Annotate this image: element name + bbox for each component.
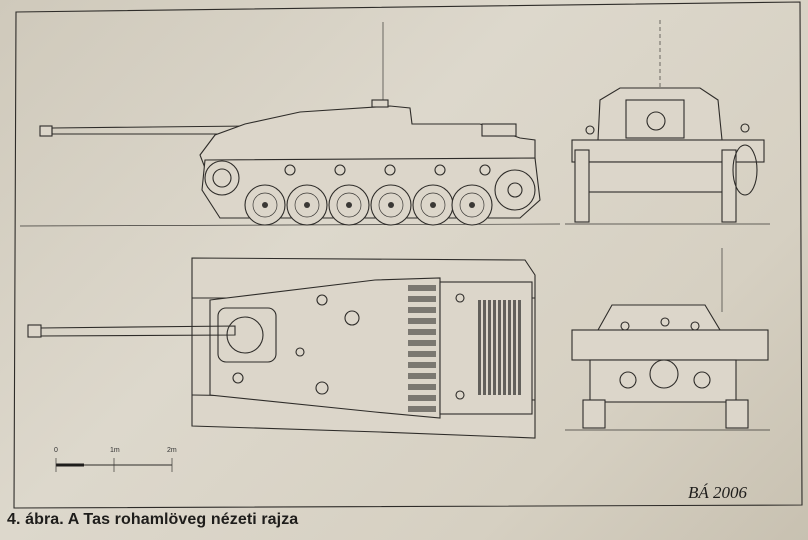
vent-slot: [408, 395, 436, 401]
vent-slot: [408, 373, 436, 379]
engine-grille-slat: [498, 300, 501, 395]
front-view: [565, 20, 770, 225]
return-roller: [334, 164, 346, 176]
engine-grille-slat: [503, 300, 506, 395]
vent-slot: [408, 285, 436, 291]
return-roller: [284, 164, 296, 176]
side-view: [19, 22, 561, 227]
scale-label-1m: 1m: [110, 447, 120, 454]
vent-slot: [408, 384, 436, 390]
return-roller: [384, 164, 396, 176]
vent-slot: [408, 351, 436, 357]
scale-bar: [55, 458, 173, 472]
scale-label-0: 0: [54, 447, 58, 454]
vent-slot: [408, 296, 436, 302]
engine-grille-slat: [508, 300, 511, 395]
rear-view: [565, 248, 770, 431]
return-roller: [479, 164, 491, 176]
author-signature: BÁ 2006: [688, 483, 748, 502]
vent-slot: [408, 406, 436, 412]
engine-grille-slat: [488, 300, 491, 395]
engine-grille-slat: [493, 300, 496, 395]
vent-slot: [408, 318, 436, 324]
engine-grille-slat: [518, 300, 521, 395]
return-roller: [434, 164, 446, 176]
engine-grille-slat: [478, 300, 481, 395]
engine-grille-slat: [483, 300, 486, 395]
vent-slot: [408, 362, 436, 368]
vent-slot: [408, 340, 436, 346]
top-view: [27, 257, 536, 439]
vent-slot: [408, 307, 436, 313]
engine-grille-slat: [513, 300, 516, 395]
drawing-frame: [13, 1, 803, 509]
vent-slot: [408, 329, 436, 335]
figure-caption: 4. ábra. A Tas rohamlöveg nézeti rajza: [7, 511, 299, 528]
scale-label-2m: 2m: [167, 447, 177, 454]
